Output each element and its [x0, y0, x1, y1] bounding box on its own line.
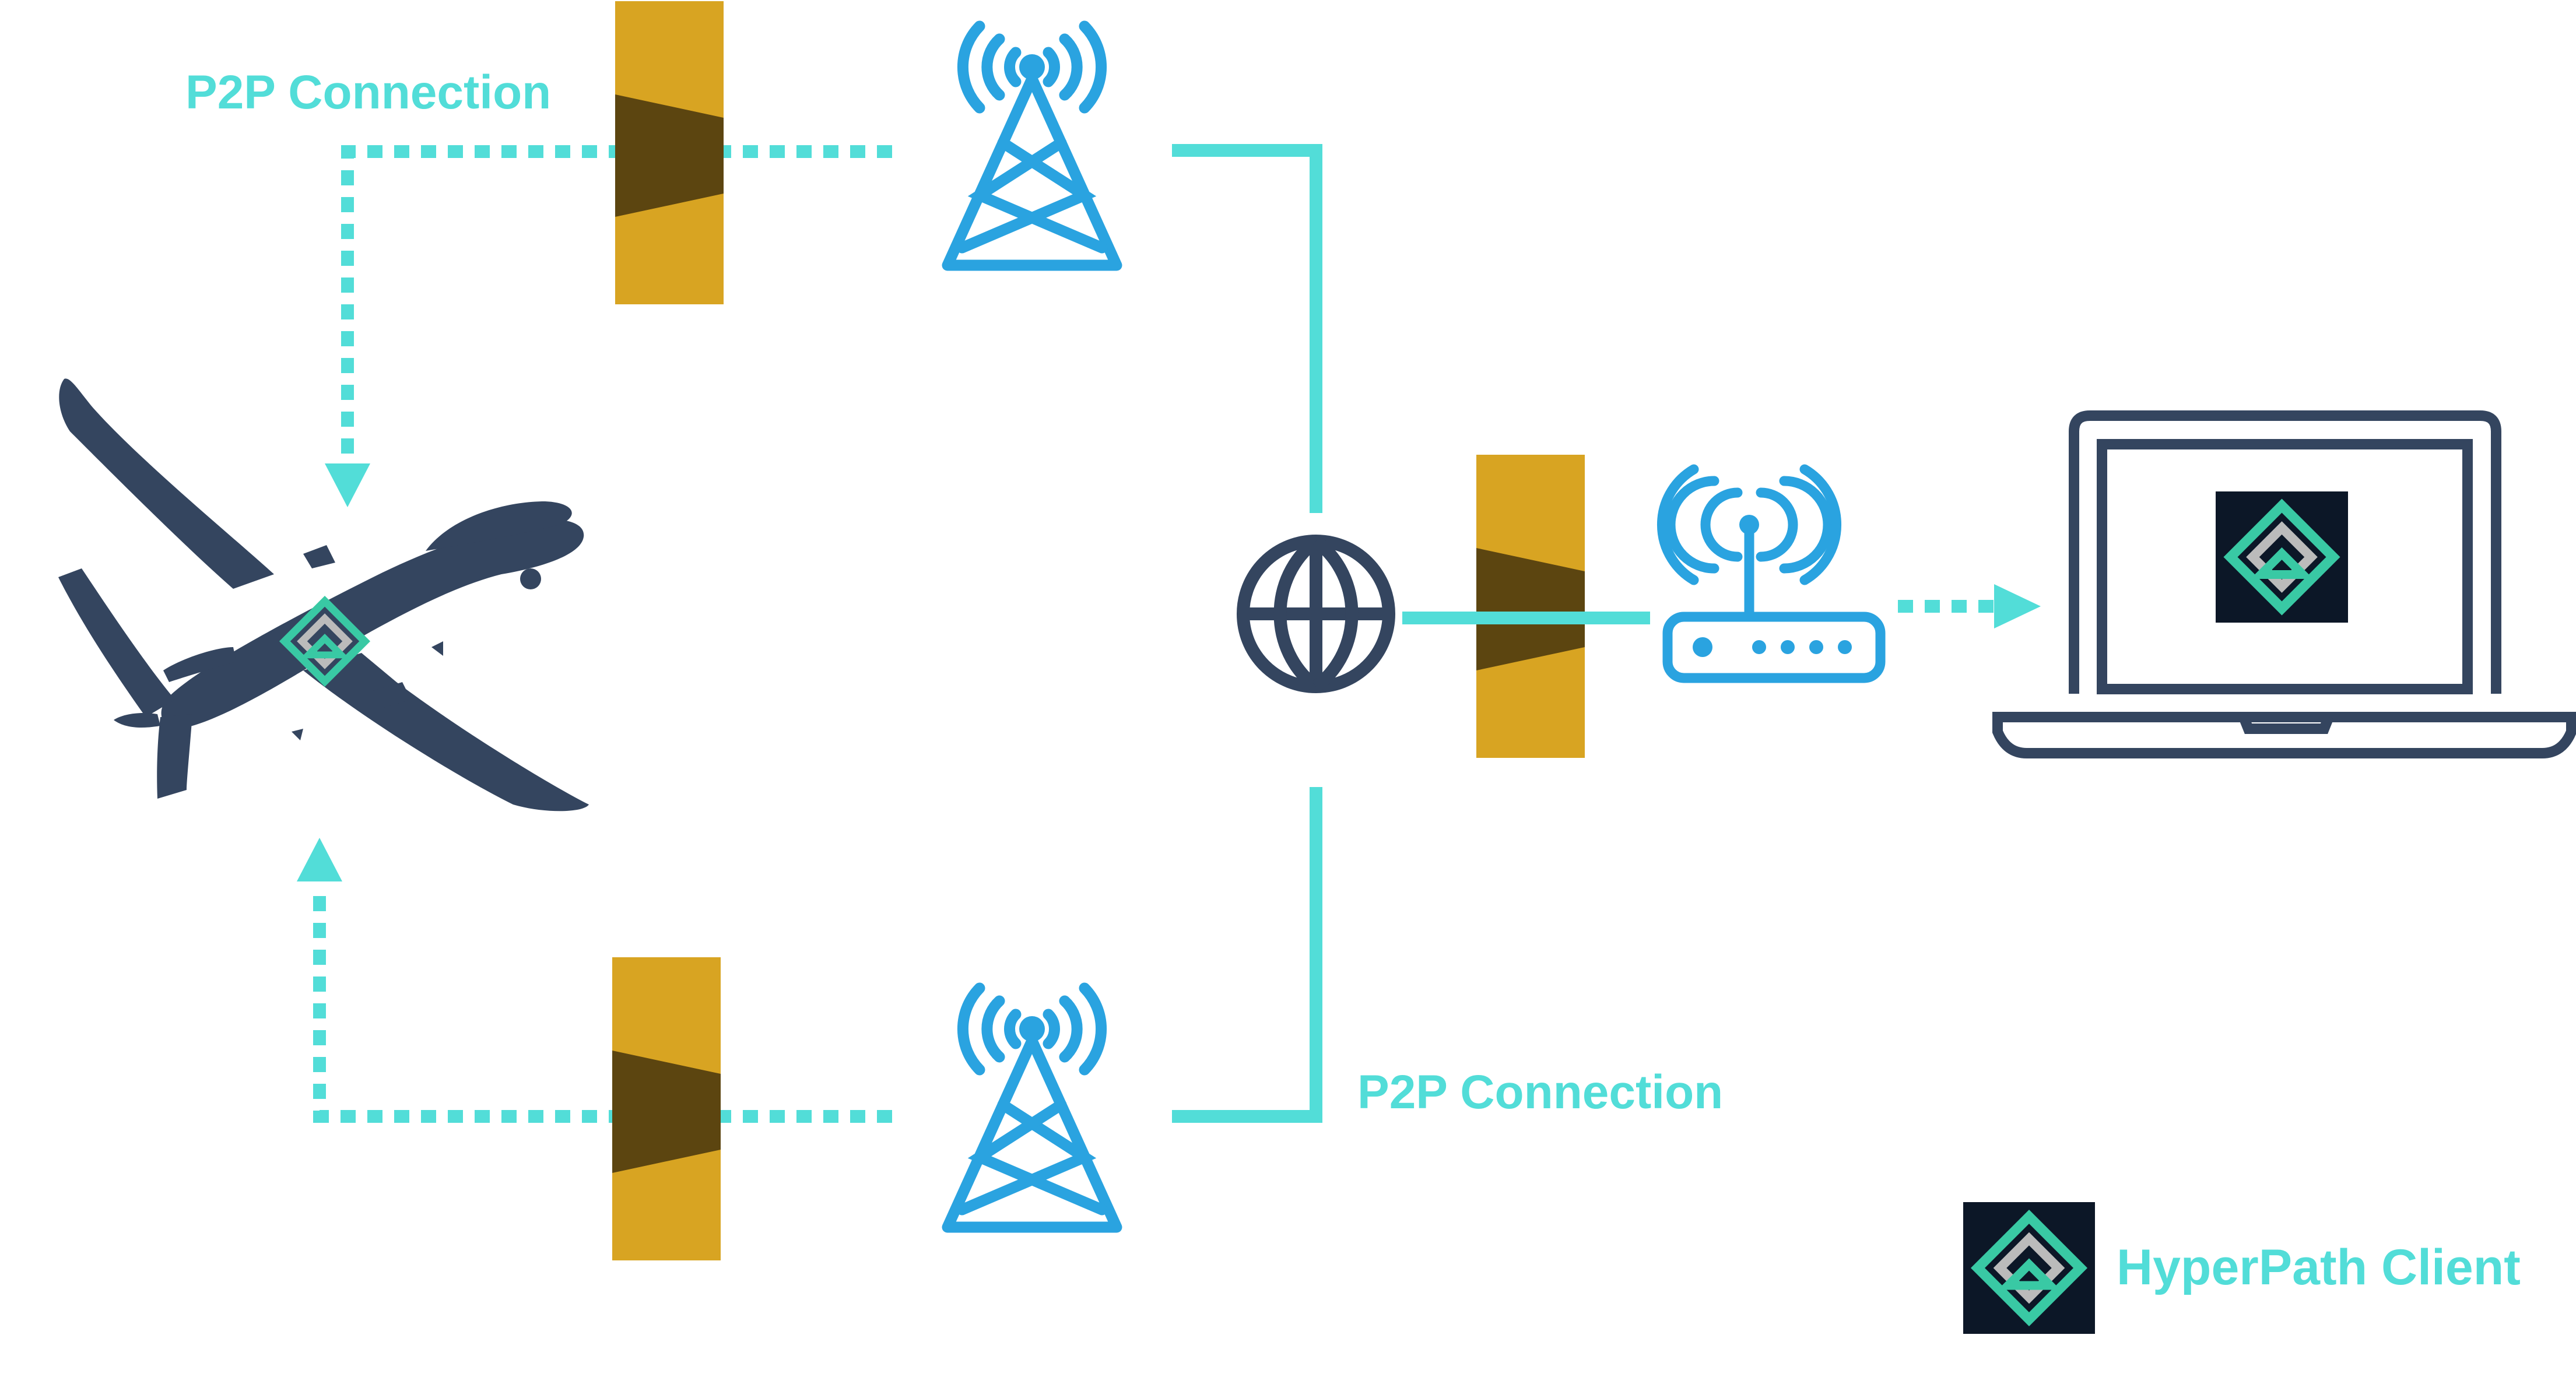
arrow-down-icon — [325, 463, 370, 507]
p2p-connection-label-top: P2P Connection — [185, 66, 552, 119]
drone-logo-icon — [285, 601, 364, 681]
drone-icon — [58, 378, 589, 812]
wifi-router-icon — [1657, 464, 1886, 683]
arrow-up-icon — [297, 838, 342, 881]
p2p-connection-label-bottom: P2P Connection — [1357, 1066, 1724, 1119]
p2p-link-bottom — [313, 886, 892, 1123]
legend-label: HyperPath Client — [2117, 1239, 2521, 1295]
laptop-screen-logo-icon — [2216, 491, 2348, 623]
cell-tower-top-icon — [947, 26, 1117, 265]
legend-badge-icon — [1963, 1202, 2095, 1334]
firewall-middle-icon — [1476, 455, 1585, 758]
firewall-bottom-icon — [612, 957, 721, 1260]
arrow-right-icon — [1994, 584, 2041, 628]
laptop-icon — [1992, 410, 2576, 758]
firewall-top-icon — [615, 1, 724, 304]
cell-tower-bottom-icon — [947, 988, 1117, 1227]
globe-icon — [1237, 535, 1395, 693]
p2p-link-top — [341, 145, 892, 461]
